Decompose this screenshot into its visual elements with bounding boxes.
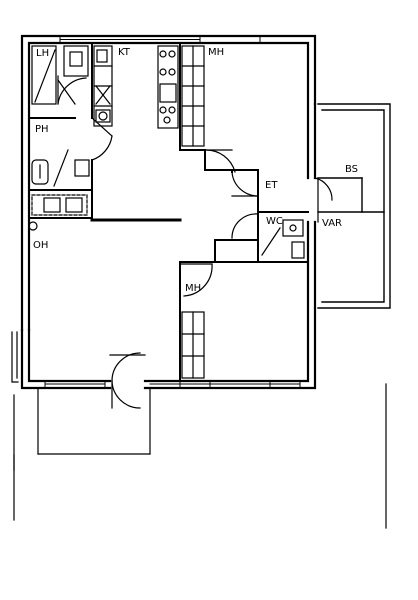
terrace (11, 331, 387, 529)
wc-fixtures (261, 219, 305, 259)
outer-wall-left-top (20, 34, 317, 332)
doors (91, 117, 333, 409)
lh-fixtures (31, 45, 89, 105)
label-bs: BS (345, 164, 358, 175)
bottom-windows (44, 380, 301, 389)
inner-wall-bottom-left (27, 328, 112, 383)
label-et: ET (265, 180, 278, 191)
inner-wall-right-lower (143, 220, 310, 383)
room-labels: LH KT MH PH ET BS WC VAR OH MH (33, 47, 358, 294)
label-var: VAR (322, 218, 342, 229)
balcony-right (317, 103, 391, 309)
kitchen-fixtures (93, 45, 179, 129)
interior-walls (28, 42, 309, 382)
wardrobes-top (181, 45, 205, 147)
oh-fixtures (28, 194, 88, 231)
label-wc: WC (266, 216, 283, 227)
label-kt: KT (118, 47, 131, 58)
ph-fixtures (31, 149, 90, 187)
label-oh: OH (33, 240, 48, 251)
inner-wall-left-top (27, 41, 310, 332)
label-mh-bottom: MH (185, 283, 201, 294)
exterior-walls (20, 34, 317, 390)
label-ph: PH (35, 124, 49, 135)
outer-wall-bottom-left (20, 328, 112, 390)
top-windows (59, 35, 261, 44)
outer-wall-right-lower (143, 220, 317, 390)
label-lh: LH (36, 48, 49, 59)
label-mh-top: MH (208, 47, 224, 58)
wardrobes-bottom (181, 311, 205, 379)
